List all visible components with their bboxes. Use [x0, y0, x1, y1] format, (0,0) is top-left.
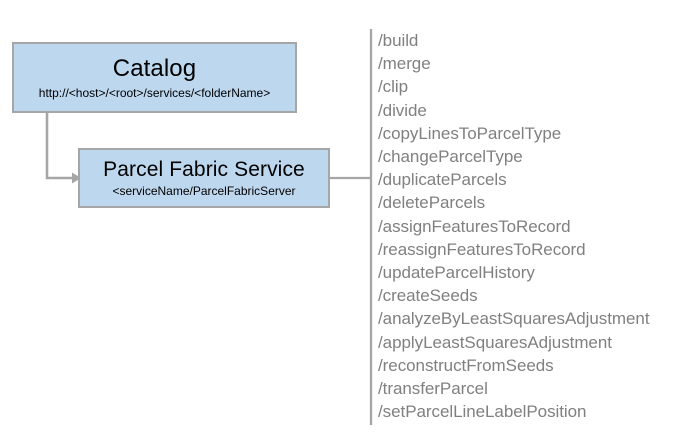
operation-item[interactable]: /applyLeastSquaresAdjustment	[378, 332, 612, 352]
node-catalog[interactable]: Catalog http://<host>/<root>/services/<f…	[12, 42, 297, 113]
connector-service-to-operations	[330, 29, 373, 425]
operation-item[interactable]: /updateParcelHistory	[378, 263, 535, 283]
node-parcel-fabric-service[interactable]: Parcel Fabric Service <serviceName/Parce…	[78, 148, 330, 208]
operation-item[interactable]: /reconstructFromSeeds	[378, 355, 554, 375]
node-catalog-title: Catalog	[112, 54, 197, 82]
operation-item[interactable]: /createSeeds	[378, 286, 478, 306]
operation-item[interactable]: /copyLinesToParcelType	[378, 123, 562, 143]
operation-item[interactable]: /reassignFeaturesToRecord	[378, 239, 586, 259]
operation-item[interactable]: /transferParcel	[378, 379, 488, 399]
operation-item[interactable]: /analyzeByLeastSquaresAdjustment	[378, 309, 650, 329]
operation-item[interactable]: /setParcelLineLabelPosition	[378, 402, 587, 422]
node-catalog-subtitle: http://<host>/<root>/services/<folderNam…	[38, 85, 271, 100]
operation-item[interactable]: /assignFeaturesToRecord	[378, 216, 571, 236]
operation-item[interactable]: /deleteParcels	[378, 193, 486, 213]
operation-item[interactable]: /changeParcelType	[378, 147, 523, 167]
operation-item[interactable]: /build	[378, 31, 419, 50]
node-parcel-fabric-service-subtitle: <serviceName/ParcelFabricServer	[112, 183, 296, 198]
node-parcel-fabric-service-title: Parcel Fabric Service	[103, 157, 305, 181]
operation-item[interactable]: /duplicateParcels	[378, 170, 507, 190]
operation-item[interactable]: /merge	[378, 54, 431, 74]
operations-list: /build/merge/clip/divide/copyLinesToParc…	[378, 29, 686, 423]
connector-catalog-to-service	[45, 113, 81, 184]
operation-item[interactable]: /divide	[378, 100, 427, 120]
operation-item[interactable]: /clip	[378, 77, 408, 97]
